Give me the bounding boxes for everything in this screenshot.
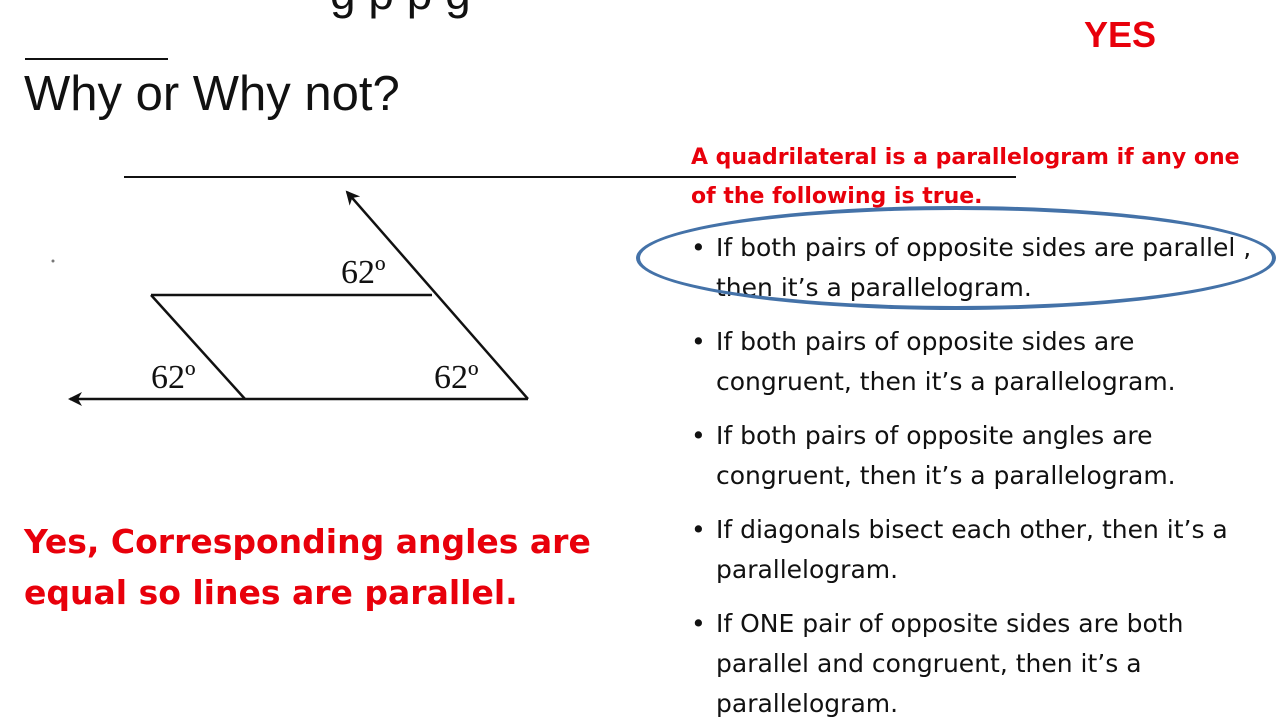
cut-off-title-fragment: g p p g: [330, 0, 471, 20]
question-blank-line: [124, 176, 1016, 178]
parallelogram-diagram: 62º 62º 62º: [51, 190, 529, 406]
condition-item: • If ONE pair of opposite sides are both …: [691, 604, 1276, 720]
answer-explanation: Yes, Corresponding angles are equal so l…: [24, 522, 591, 612]
right-arrow-line: [345, 190, 529, 400]
condition-text: If both pairs of opposite angles are con…: [716, 421, 1176, 490]
condition-text: If diagonals bisect each other, then it’…: [716, 515, 1228, 584]
left-side-line: [150, 294, 246, 400]
question-text: Why or Why not?: [24, 67, 400, 121]
rule-heading: A quadrilateral is a parallelogram if an…: [691, 145, 1240, 209]
condition-item: • If diagonals bisect each other, then it…: [691, 510, 1276, 590]
bullet-icon: •: [691, 233, 706, 262]
angle-label-bottom-left: 62º: [151, 359, 196, 396]
conditions-list: • If both pairs of opposite sides are par…: [691, 228, 1276, 720]
condition-item: • If both pairs of opposite angles are co…: [691, 416, 1276, 496]
angle-label-bottom-right: 62º: [434, 359, 479, 396]
answer-blank-line: [25, 58, 168, 60]
bullet-icon: •: [691, 421, 706, 450]
condition-item: • If both pairs of opposite sides are con…: [691, 322, 1276, 402]
bullet-icon: •: [691, 515, 706, 544]
bullet-icon: •: [691, 609, 706, 638]
angle-label-top: 62º: [341, 254, 386, 291]
condition-text: If both pairs of opposite sides are cong…: [716, 327, 1176, 396]
answer-yes: YES: [1084, 14, 1157, 55]
condition-text: If ONE pair of opposite sides are both p…: [716, 609, 1184, 718]
condition-text: If both pairs of opposite sides are para…: [716, 233, 1252, 302]
bullet-icon: •: [691, 327, 706, 356]
condition-item: • If both pairs of opposite sides are par…: [691, 228, 1276, 308]
stray-dot: [51, 259, 55, 263]
